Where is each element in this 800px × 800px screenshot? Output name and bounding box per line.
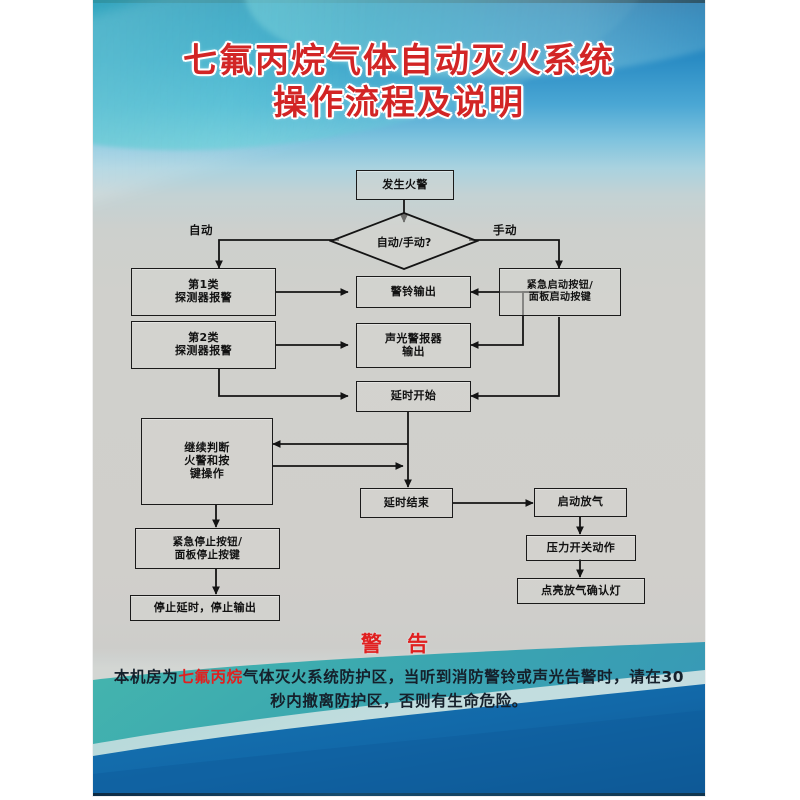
node-detector-type1[interactable]: 第1类 探测器报警 [131,268,276,316]
warning-body: 本机房为七氟丙烷气体灭火系统防护区，当听到消防警铃或声光告警时，请在30秒内撤离… [93,665,705,713]
node-label: 压力开关动作 [546,540,616,554]
node-label: 启动放气 [557,495,604,509]
node-label-line2: 面板启动按键 [528,292,592,303]
node-label: 警铃输出 [390,284,437,298]
node-sound-light-alarm-output[interactable]: 声光警报器 输出 [356,323,471,368]
warning-block: 警 告 本机房为七氟丙烷气体灭火系统防护区，当听到消防警铃或声光告警时，请在30… [93,628,705,713]
node-light-release-confirm-lamp[interactable]: 点亮放气确认灯 [517,578,645,604]
node-continue-judging[interactable]: 继续判断 火警和按 键操作 [141,418,273,505]
node-auto-manual-decision[interactable]: 自动/手动? [329,212,479,272]
node-label-line1: 第2类 [188,331,219,345]
warning-body-before: 本机房为 [113,668,179,686]
node-label-line1: 声光警报器 [385,331,442,345]
edge-label-manual-text: 手动 [493,223,517,237]
node-label-line2: 探测器报警 [175,344,232,357]
node-delay-start[interactable]: 延时开始 [356,381,471,412]
node-emergency-start-button[interactable]: 紧急启动按钮/ 面板启动按键 [499,268,621,316]
node-label: 发生火警 [382,177,428,191]
edge-label-manual: 手动 [493,222,517,238]
node-delay-end[interactable]: 延时结束 [360,488,453,518]
node-label-line1: 继续判断 [184,441,230,455]
node-start-gas-release[interactable]: 启动放气 [534,488,627,517]
warning-heading: 警 告 [360,632,438,656]
node-label-line2: 火警和按 [184,454,230,468]
operation-flowchart: 发生火警 自动/手动? 自动 手动 第1类 探测器报警 警铃输出 紧急启 [93,0,705,640]
node-label-line2: 面板停止按键 [174,548,241,561]
warning-body-after: 气体灭火系统防护区，当听到消防警铃或声光告警时，请在30秒内撤离防护区，否则有生… [242,668,685,711]
node-label-line2: 输出 [402,344,425,358]
node-label-line1: 第1类 [188,278,219,292]
node-pressure-switch-action[interactable]: 压力开关动作 [526,535,636,561]
decision-diamond-shape [329,212,479,270]
bottom-wave-decoration [93,642,705,796]
node-label-line3: 键操作 [189,466,225,480]
poster-bottom-border [93,793,705,796]
node-label: 延时结束 [383,495,430,509]
node-fire-alarm[interactable]: 发生火警 [356,170,454,200]
warning-body-highlight: 七氟丙烷 [178,668,243,686]
node-label-line1: 紧急启动按钮/ [526,280,594,292]
node-bell-output[interactable]: 警铃输出 [356,276,471,308]
node-label: 延时开始 [390,389,437,403]
node-label: 自动/手动? [376,236,432,249]
node-detector-type2[interactable]: 第2类 探测器报警 [131,321,276,369]
edge-label-auto: 自动 [189,222,213,238]
edge-label-auto-text: 自动 [189,223,213,237]
node-label: 停止延时，停止输出 [153,600,257,614]
node-label-line1: 紧急停止按钮/ [172,536,243,549]
safety-poster: 七氟丙烷气体自动灭火系统 操作流程及说明 [93,0,705,796]
node-stop-delay-output[interactable]: 停止延时，停止输出 [130,595,280,621]
node-label-line2: 探测器报警 [175,291,232,304]
node-label: 点亮放气确认灯 [541,583,621,597]
node-emergency-stop-button[interactable]: 紧急停止按钮/ 面板停止按键 [135,528,280,569]
